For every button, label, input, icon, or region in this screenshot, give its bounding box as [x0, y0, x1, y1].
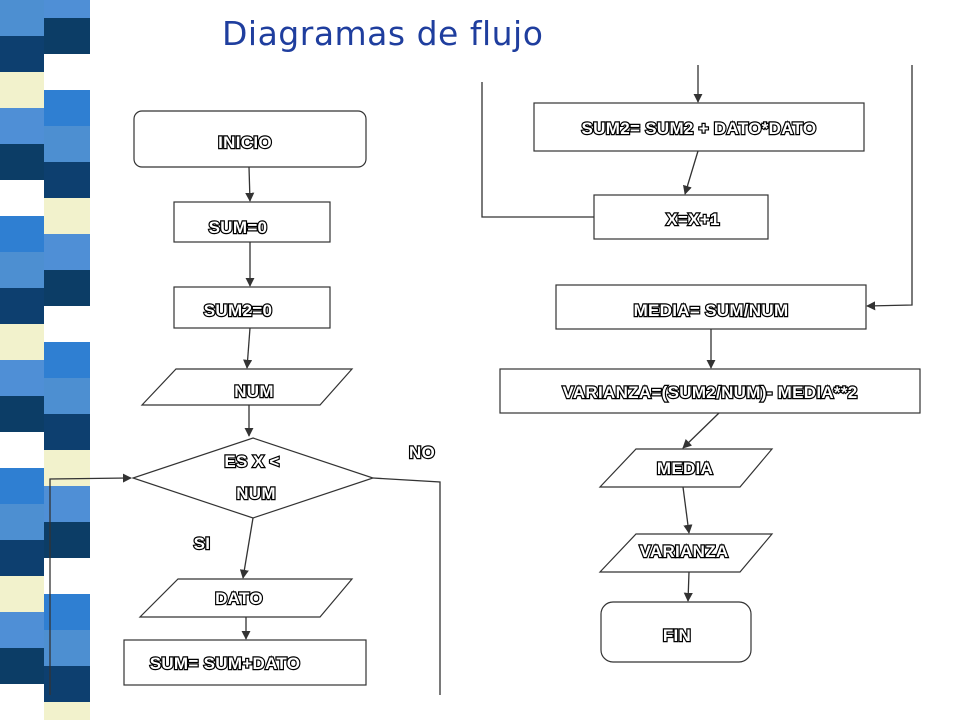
varianza-output-label: VARIANZA	[640, 542, 729, 561]
end-terminal	[600, 601, 752, 663]
arrow-sum2-to-num	[243, 327, 253, 369]
media-output-label: MEDIA	[657, 459, 713, 478]
decorative-stripe	[0, 36, 46, 72]
no-branch-arrow-to-media	[866, 65, 913, 311]
varianza-calc-process	[499, 368, 921, 414]
loop-return-line	[481, 82, 594, 218]
increment-label: X=X+1	[666, 210, 720, 229]
decorative-stripe	[0, 216, 46, 252]
decorative-stripe-bar	[0, 0, 104, 720]
decorative-stripe	[0, 432, 46, 468]
decorative-stripe	[44, 522, 90, 558]
arrow-condition-to-dato	[239, 517, 254, 579]
decorative-stripe	[44, 414, 90, 450]
start-label: INICIO	[218, 133, 272, 152]
no-branch-label: NO	[409, 443, 435, 462]
decorative-stripe	[0, 180, 46, 216]
sum-update-process	[123, 639, 367, 686]
decorative-stripe	[44, 630, 90, 666]
decorative-stripe	[0, 144, 46, 180]
decorative-stripe	[0, 324, 46, 360]
sum2-update-label: SUM2= SUM2 + DATO*DATO	[582, 119, 817, 138]
dato-input	[138, 578, 354, 618]
decorative-stripe	[44, 0, 90, 18]
decorative-stripe	[0, 108, 46, 144]
num-input	[140, 368, 354, 406]
decorative-stripe	[0, 468, 46, 504]
decorative-stripe	[44, 378, 90, 414]
decorative-stripe	[44, 558, 90, 594]
decorative-stripe	[0, 252, 46, 288]
decorative-stripe	[44, 234, 90, 270]
decorative-stripe	[44, 90, 90, 126]
start-terminal	[133, 110, 367, 168]
sum2-update-process	[533, 102, 865, 152]
decorative-stripe	[0, 612, 46, 648]
dato-input-label: DATO	[215, 589, 263, 608]
end-label: FIN	[663, 626, 691, 645]
decorative-stripe	[44, 162, 90, 198]
loop-back-arrow	[49, 473, 132, 695]
arrow-varianza-to-media-out	[682, 412, 720, 449]
sum2-init-label: SUM2=0	[204, 301, 272, 320]
decorative-stripe	[44, 342, 90, 378]
decorative-stripe	[0, 396, 46, 432]
sum-init-label: SUM=0	[209, 218, 268, 237]
decorative-stripe	[44, 54, 90, 90]
decorative-stripe	[44, 486, 90, 522]
sum-init-process	[173, 201, 331, 243]
yes-branch-label: SI	[194, 534, 211, 553]
decorative-stripe	[0, 0, 46, 36]
condition-label-line1: ES X <	[224, 452, 279, 471]
decorative-stripe	[0, 360, 46, 396]
decorative-stripe	[0, 648, 46, 684]
decorative-stripe	[44, 702, 90, 720]
decorative-stripe	[0, 684, 46, 720]
sum-update-label: SUM= SUM+DATO	[150, 654, 301, 673]
page-title: Diagramas de flujo	[222, 14, 544, 53]
decorative-stripe	[44, 126, 90, 162]
condition-label-line2: NUM	[236, 484, 276, 503]
decorative-stripe	[44, 270, 90, 306]
num-input-label: NUM	[234, 382, 274, 401]
decorative-stripe	[0, 576, 46, 612]
decorative-stripe	[44, 306, 90, 342]
decorative-stripe	[0, 288, 46, 324]
decorative-stripe	[44, 18, 90, 54]
varianza-output	[598, 533, 774, 573]
decorative-stripe	[0, 540, 46, 576]
media-calc-process	[555, 284, 867, 330]
arrow-start-to-sum	[245, 166, 255, 202]
varianza-calc-label: VARIANZA=(SUM2/NUM)- MEDIA**2	[562, 383, 857, 402]
media-calc-label: MEDIA= SUM/NUM	[634, 301, 789, 320]
arrow-media-out-to-varianza-out	[682, 486, 693, 534]
arrow-varianza-out-to-end	[683, 571, 693, 602]
arrow-sum2-to-inc	[683, 150, 699, 195]
decorative-stripe	[0, 504, 46, 540]
media-output	[598, 448, 774, 488]
decorative-stripe	[44, 198, 90, 234]
sum2-init-process	[173, 286, 331, 329]
decorative-stripe	[44, 594, 90, 630]
no-branch-line	[372, 477, 441, 695]
condition-decision	[131, 437, 375, 519]
decorative-stripe	[44, 450, 90, 486]
increment-process	[593, 194, 769, 240]
decorative-stripe	[0, 72, 46, 108]
decorative-stripe	[44, 666, 90, 702]
